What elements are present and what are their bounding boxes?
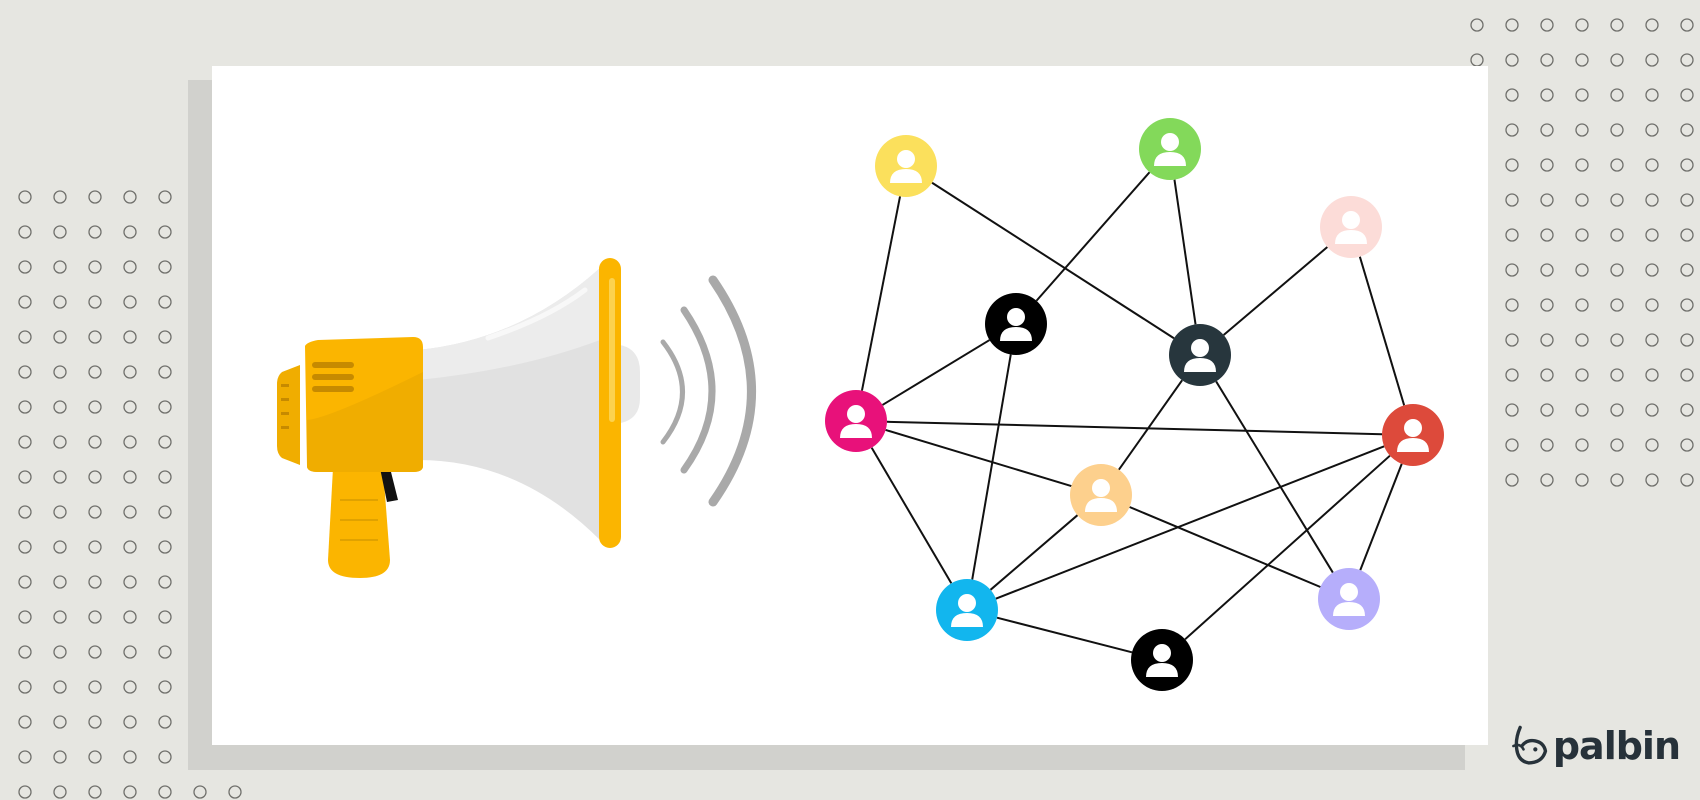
user-node-lavender bbox=[1318, 568, 1380, 630]
network-link bbox=[881, 339, 991, 406]
network-link bbox=[1184, 454, 1391, 641]
network-link bbox=[996, 616, 1133, 654]
network-link bbox=[885, 429, 1072, 487]
megaphone-icon bbox=[277, 258, 640, 578]
network-link bbox=[1035, 171, 1151, 302]
user-icon bbox=[1085, 479, 1117, 512]
network-link bbox=[1358, 256, 1406, 406]
network-link bbox=[1359, 463, 1403, 571]
user-node-red bbox=[1382, 404, 1444, 466]
user-icon bbox=[1000, 308, 1032, 341]
user-node-cyan bbox=[936, 579, 998, 641]
user-node-magenta bbox=[825, 390, 887, 452]
user-node-green bbox=[1139, 118, 1201, 180]
network-link bbox=[989, 514, 1079, 591]
user-icon bbox=[1154, 133, 1186, 166]
user-node-yellow bbox=[875, 135, 937, 197]
network-link bbox=[860, 196, 902, 391]
user-node-dark-slate bbox=[1169, 324, 1231, 386]
user-icon bbox=[1184, 339, 1216, 372]
user-node-black-top bbox=[985, 293, 1047, 355]
user-icon bbox=[890, 150, 922, 183]
user-icon bbox=[840, 405, 872, 438]
user-icon bbox=[1335, 211, 1367, 244]
fish-logo-icon bbox=[1512, 725, 1548, 765]
brand-name: palbin bbox=[1552, 724, 1681, 768]
network-link bbox=[1118, 379, 1183, 471]
network-link bbox=[886, 420, 1383, 436]
network-link bbox=[1129, 506, 1321, 588]
network-link bbox=[971, 354, 1012, 580]
sound-waves-icon bbox=[660, 275, 756, 507]
network-link bbox=[1215, 380, 1334, 574]
user-icon bbox=[951, 594, 983, 627]
network-link bbox=[931, 181, 1175, 340]
user-node-black-bottom bbox=[1131, 629, 1193, 691]
user-node-peach bbox=[1070, 464, 1132, 526]
network-nodes bbox=[825, 118, 1444, 691]
network-link bbox=[1223, 246, 1328, 336]
dot-pattern-right bbox=[1470, 18, 1694, 487]
network-link bbox=[1173, 179, 1197, 325]
dot-pattern-left bbox=[18, 190, 242, 799]
user-icon bbox=[1397, 419, 1429, 452]
network-link bbox=[870, 447, 953, 584]
network-links bbox=[860, 171, 1406, 654]
user-icon bbox=[1146, 644, 1178, 677]
user-icon bbox=[1333, 583, 1365, 616]
network-link bbox=[995, 445, 1385, 600]
user-node-pink bbox=[1320, 196, 1382, 258]
palbin-logo: palbin bbox=[1510, 716, 1681, 776]
